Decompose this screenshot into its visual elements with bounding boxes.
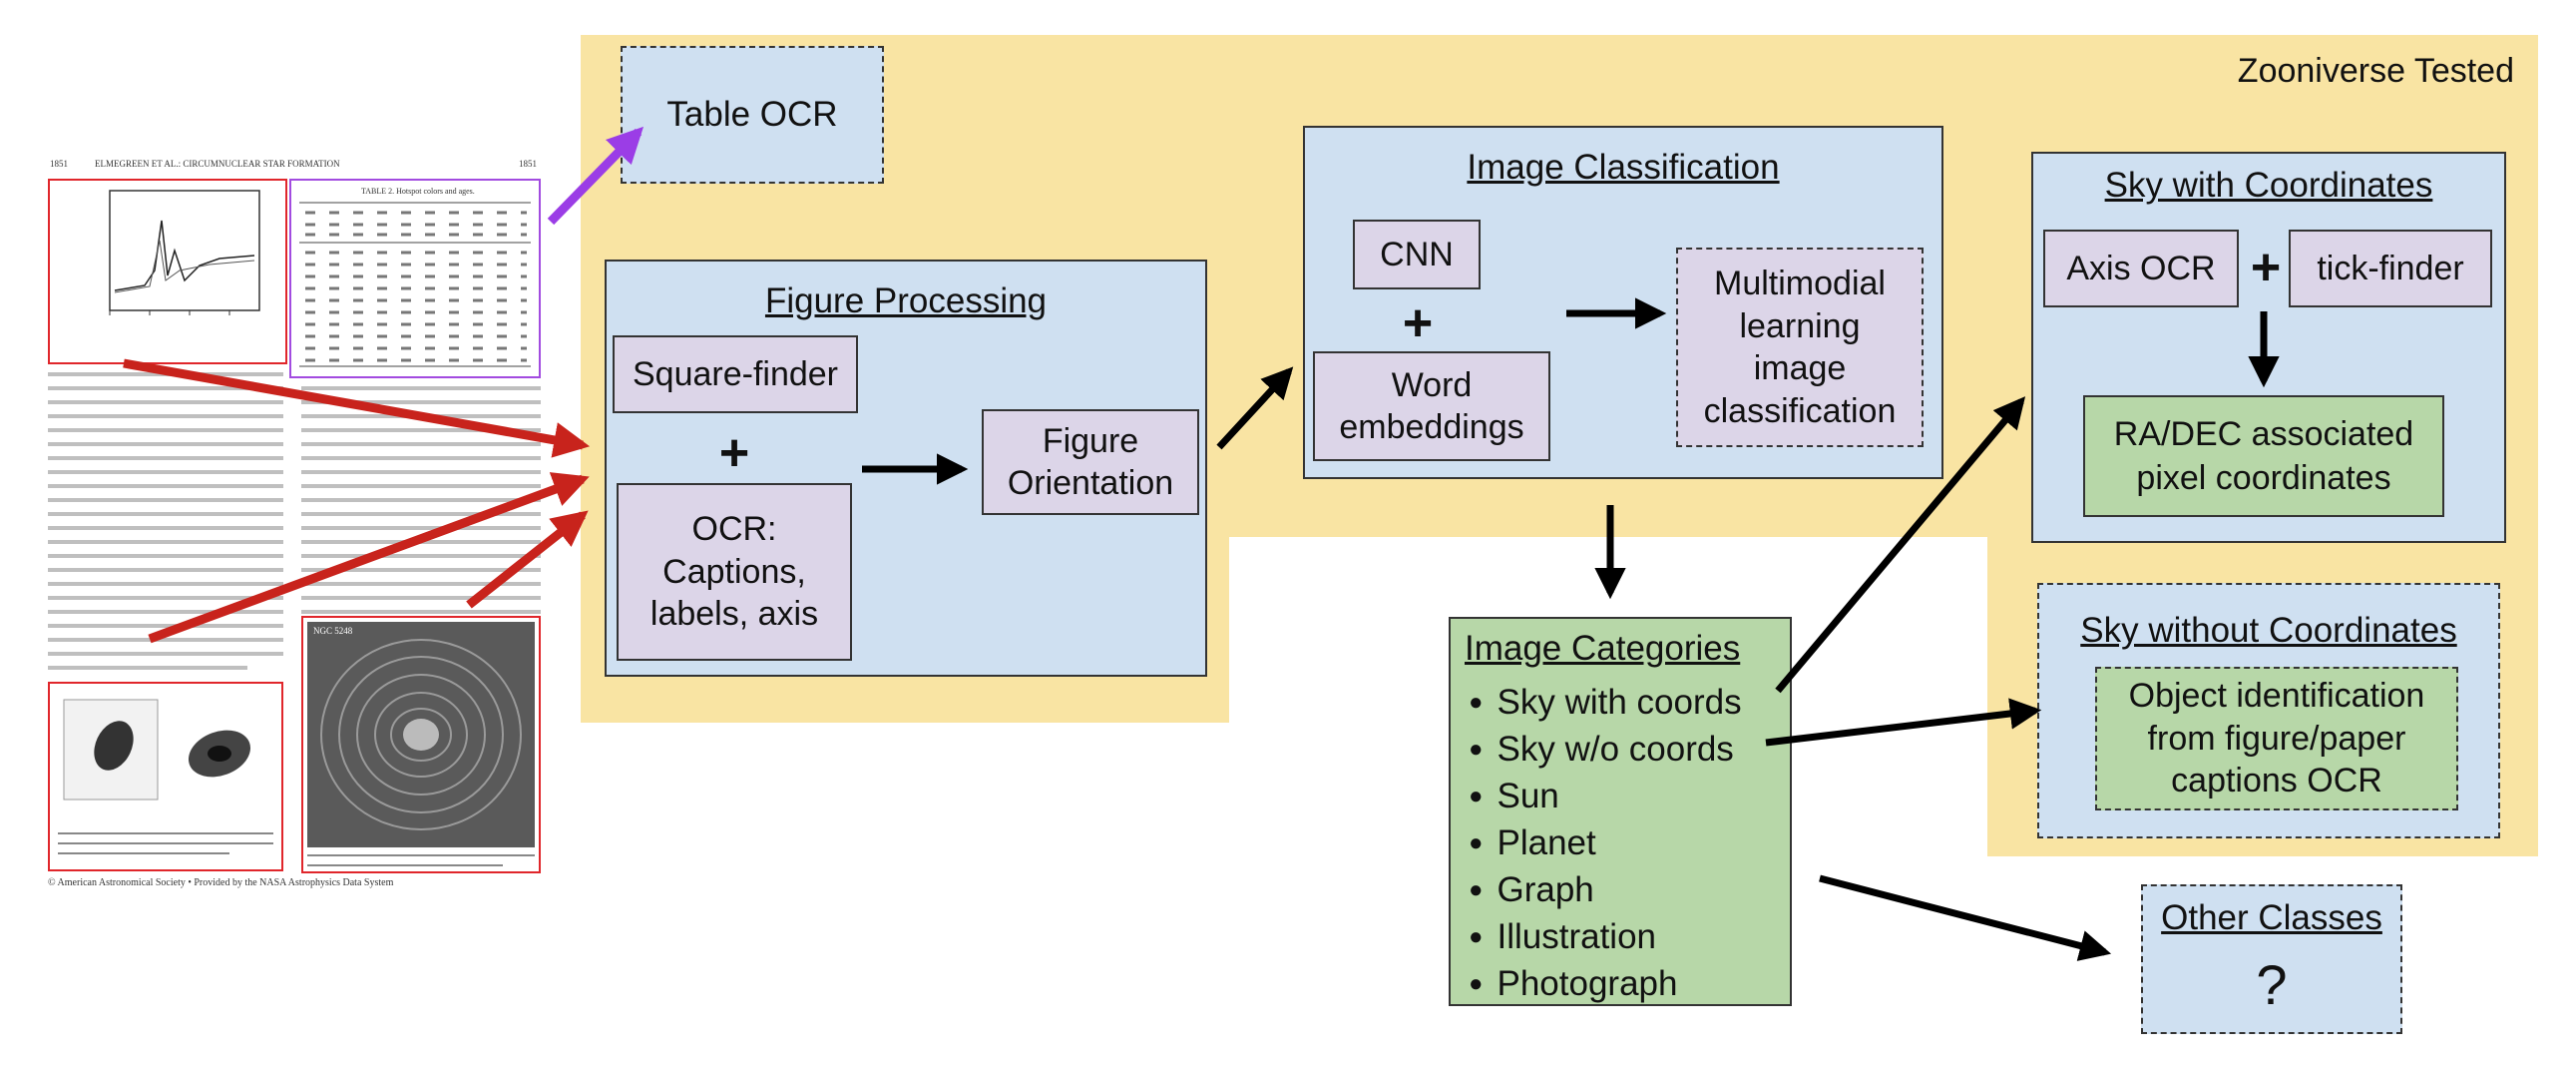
table-ocr-label: Table OCR [666, 95, 838, 134]
word-embeddings-box: Word embeddings [1313, 351, 1550, 461]
word-embeddings-label: Word embeddings [1339, 365, 1524, 447]
image-categories-list: Sky with coords Sky w/o coords Sun Plane… [1469, 681, 1742, 1009]
paper-figure-2-box [48, 682, 283, 871]
multimodal-box: Multimodial learning image classificatio… [1676, 248, 1924, 447]
object-identification-label: Object identification from figure/paper … [2128, 677, 2425, 801]
table-ocr-box: Table OCR [621, 46, 884, 184]
figure-orientation-label: Figure Orientation [1007, 421, 1174, 503]
other-classes-title: Other Classes [2161, 898, 2382, 937]
image-categories-box: Image Categories Sky with coords Sky w/o… [1449, 617, 1792, 1006]
square-finder-box: Square-finder [613, 335, 858, 413]
contour-thumbnail [307, 622, 535, 866]
radec-label: RA/DEC associated pixel coordinates [2113, 414, 2414, 497]
figure-label: NGC 5248 [313, 626, 353, 636]
cnn-box: CNN [1353, 220, 1481, 289]
figure-processing-title: Figure Processing [764, 281, 1048, 320]
tick-finder-label: tick-finder [2317, 249, 2464, 287]
galaxy-thumbnail [58, 699, 273, 854]
tick-finder-box: tick-finder [2289, 230, 2492, 307]
category-item: Graph [1469, 868, 1742, 915]
category-item: Photograph [1469, 962, 1742, 1009]
figure-orientation-box: Figure Orientation [982, 409, 1199, 515]
image-categories-title: Image Categories [1465, 629, 1741, 668]
category-item: Sky with coords [1469, 681, 1742, 728]
sky-with-coordinates-panel: Sky with Coordinates Axis OCR + tick-fin… [2031, 152, 2506, 543]
page-number-right: 1851 [519, 159, 537, 169]
page-number-left: 1851 [50, 159, 68, 169]
line-plot-thumbnail [109, 190, 260, 315]
plus-icon: + [1402, 294, 1434, 352]
paper-footer: © American Astronomical Society • Provid… [48, 877, 394, 888]
ocr-label: OCR: Captions, labels, axis [649, 510, 819, 634]
axis-ocr-label: Axis OCR [2066, 249, 2216, 287]
page-header: ELMEGREEN ET AL.: CIRCUMNUCLEAR STAR FOR… [95, 159, 340, 169]
square-finder-label: Square-finder [632, 354, 838, 393]
category-item: Sun [1469, 775, 1742, 821]
cnn-label: CNN [1380, 235, 1454, 273]
category-item: Sky w/o coords [1469, 728, 1742, 775]
image-classification-title: Image Classification [1467, 148, 1780, 187]
other-classes-box: Other Classes ? [2141, 884, 2402, 1034]
image-classification-panel: Image Classification CNN + Word embeddin… [1303, 126, 1943, 479]
plus-icon: + [718, 424, 750, 482]
sky-without-coordinates-title: Sky without Coordinates [2080, 611, 2457, 650]
figure-processing-panel: Figure Processing Square-finder + OCR: C… [605, 260, 1207, 677]
sky-with-coordinates-title: Sky with Coordinates [2104, 166, 2433, 205]
category-item: Illustration [1469, 915, 1742, 962]
paper-figure-1-box [48, 179, 287, 364]
table-thumbnail [299, 202, 531, 367]
paper-table-box: TABLE 2. Hotspot colors and ages. [289, 179, 541, 378]
category-item: Planet [1469, 821, 1742, 868]
ocr-box: OCR: Captions, labels, axis [617, 483, 852, 661]
table-title: TABLE 2. Hotspot colors and ages. [361, 187, 475, 196]
paper-page: 1851 ELMEGREEN ET AL.: CIRCUMNUCLEAR STA… [40, 155, 549, 893]
axis-ocr-box: Axis OCR [2043, 230, 2239, 307]
arrow-categories-to-other [1819, 874, 2112, 961]
zooniverse-label: Zooniverse Tested [2237, 52, 2514, 90]
sky-without-coordinates-panel: Sky without Coordinates Object identific… [2037, 583, 2500, 838]
plus-icon: + [2250, 239, 2282, 296]
multimodal-label: Multimodial learning image classificatio… [1703, 265, 1897, 430]
radec-box: RA/DEC associated pixel coordinates [2083, 395, 2444, 517]
question-mark: ? [2256, 953, 2288, 1016]
object-identification-box: Object identification from figure/paper … [2095, 667, 2458, 810]
paper-figure-3-box: NGC 5248 [301, 616, 541, 873]
